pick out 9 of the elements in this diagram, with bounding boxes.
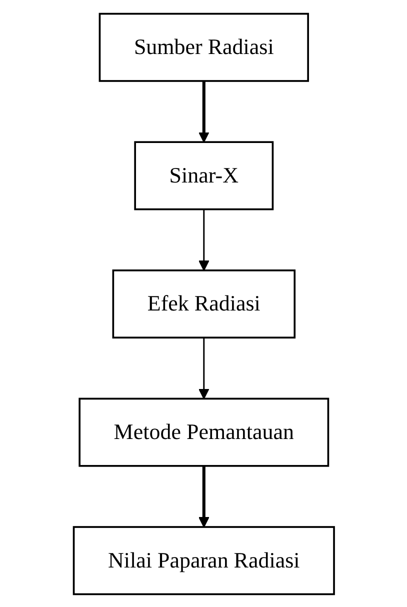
arrow (198, 208, 209, 270)
node-box: Sumber Radiasi (98, 12, 309, 82)
node-box: Efek Radiasi (112, 268, 296, 338)
node-box: Metode Pemantauan (78, 397, 329, 466)
arrow (198, 337, 209, 399)
node-box: Sinar-X (134, 140, 274, 210)
arrow (198, 465, 209, 527)
node-box: Nilai Paparan Radiasi (72, 526, 335, 595)
arrow (198, 80, 209, 142)
